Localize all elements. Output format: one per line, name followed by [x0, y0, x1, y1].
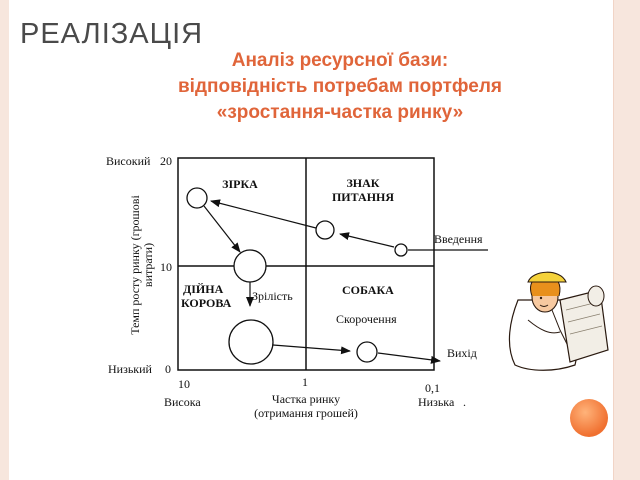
x-tick-01: 0,1: [425, 381, 440, 395]
x-tick-10: 10: [178, 377, 190, 391]
quadrant-cow-label-1: ДІЙНА: [183, 282, 224, 296]
y-low-label: Низький: [108, 362, 153, 376]
bubble-cash-cow-growth: [233, 249, 267, 283]
subtitle-line-2: відповідність потребам портфеля: [177, 76, 503, 97]
x-axis-label-line-2: (отримання грошей): [254, 406, 358, 420]
bubble-introduction: [394, 243, 408, 257]
orange-circle-decoration: [570, 399, 608, 437]
dog-to-exit-arrow: [377, 352, 441, 364]
x-tick-1: 1: [302, 375, 308, 389]
trailing-dot: .: [463, 395, 466, 409]
architect-woman-illustration: [508, 271, 609, 371]
y-tick-20: 20: [160, 154, 172, 168]
quadrant-cow-label-2: КОРОВА: [181, 296, 232, 310]
quadrant-star-label: ЗІРКА: [222, 177, 258, 191]
slide-subtitle: Аналіз ресурсної бази: відповідність пот…: [150, 48, 530, 126]
y-axis-label-line-2: витрати): [141, 243, 155, 287]
stage-exit-label: Вихід: [447, 346, 477, 360]
question-to-question-arrow: [339, 232, 395, 248]
quadrant-question-label-1: ЗНАК: [346, 176, 379, 190]
y-axis-label: Темп росту ринку (грошові витрати): [128, 195, 155, 335]
right-frame-line: [613, 0, 614, 480]
cow-to-dog-arrow: [272, 344, 351, 355]
y-tick-10: 10: [160, 260, 172, 274]
y-high-label: Високий: [106, 154, 151, 168]
left-frame-border: [0, 0, 9, 480]
x-axis-label-line-1: Частка ринку: [272, 392, 340, 406]
bubble-cash-cow-mature: [228, 319, 274, 365]
x-low-label: Низька: [418, 395, 455, 409]
y-tick-0: 0: [165, 362, 171, 376]
y-axis-label-line-1: Темп росту ринку (грошові: [128, 195, 142, 335]
subtitle-line-1: Аналіз ресурсної бази:: [231, 50, 449, 71]
stage-decline-label: Скорочення: [336, 312, 397, 326]
star-to-cow-arrow: [203, 205, 241, 253]
stage-introduction-label: Введення: [434, 232, 483, 246]
quadrant-dog-label: СОБАКА: [342, 283, 394, 297]
slide-title: РЕАЛІЗАЦІЯ: [20, 18, 204, 50]
stage-maturity-label: Зрілість: [252, 289, 293, 303]
subtitle-line-3: «зростання-частка ринку»: [216, 102, 464, 123]
bubble-star: [186, 187, 208, 209]
right-frame-border: [614, 0, 640, 480]
bubble-dog: [356, 341, 378, 363]
bubble-question-mark: [315, 220, 335, 240]
x-high-label: Висока: [164, 395, 201, 409]
question-to-star-arrow: [210, 199, 317, 229]
quadrant-question-label-2: ПИТАННЯ: [332, 190, 394, 204]
